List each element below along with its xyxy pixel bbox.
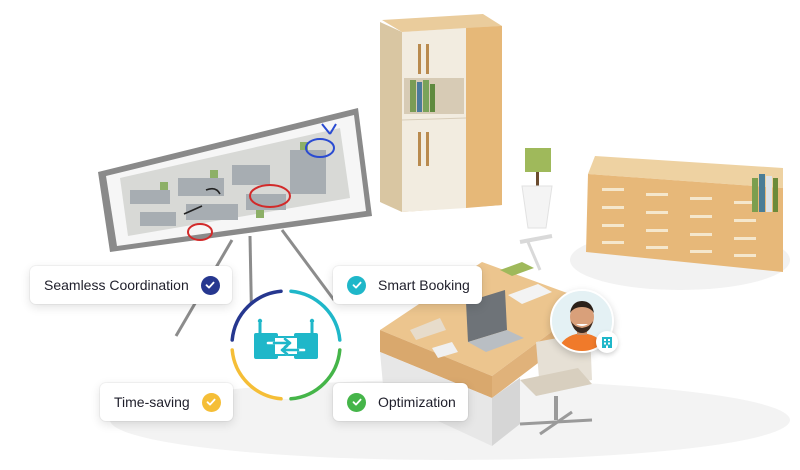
check-circle-icon	[347, 275, 366, 295]
feature-seamless-coordination: Seamless Coordination	[30, 266, 232, 304]
sideboard	[586, 156, 783, 272]
feature-label: Optimization	[378, 394, 456, 410]
check-circle-icon	[347, 392, 366, 412]
feature-label: Time-saving	[114, 394, 190, 410]
check-circle-icon	[201, 392, 221, 412]
feature-smart-booking: Smart Booking	[333, 266, 482, 304]
whiteboard	[98, 108, 372, 341]
feature-label: Smart Booking	[378, 277, 470, 293]
connection-hub-icon	[230, 289, 342, 401]
building-icon	[596, 331, 618, 353]
plant	[521, 148, 553, 229]
tall-cabinet	[380, 14, 502, 212]
check-circle-icon	[200, 275, 220, 295]
feature-optimization: Optimization	[333, 383, 468, 421]
feature-time-saving: Time-saving	[100, 383, 233, 421]
feature-label: Seamless Coordination	[44, 277, 189, 293]
